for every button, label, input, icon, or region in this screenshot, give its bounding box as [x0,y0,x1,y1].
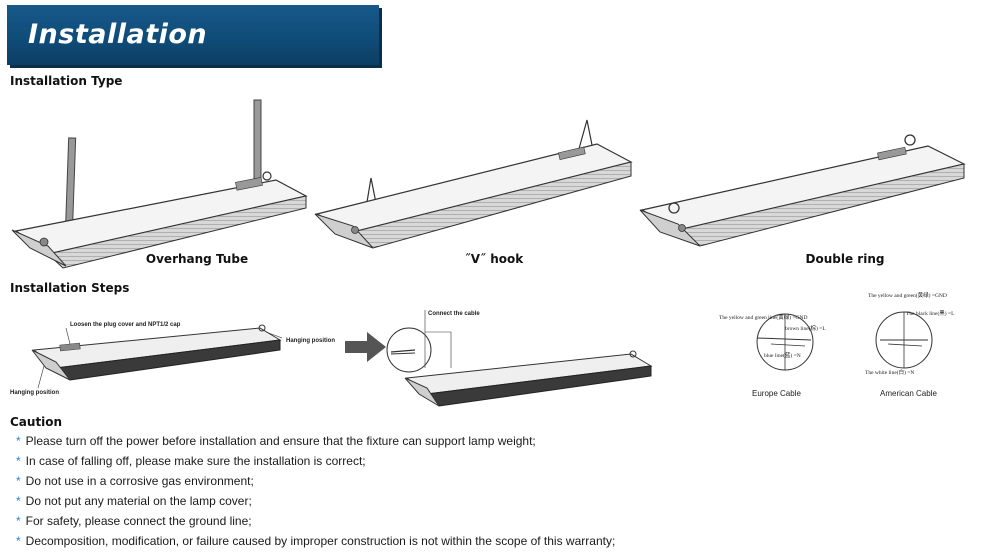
caution-heading: Caution [10,415,63,429]
step-2-fixture-illustration [386,310,653,407]
europe-wire-n-label: blue line(蓝) =N [764,353,801,359]
caution-bullet: * [16,474,21,488]
caution-text: In case of falling off, please make sure… [25,454,366,468]
caution-bullet: * [16,514,21,528]
caution-text: For safety, please connect the ground li… [25,514,252,528]
caution-text: Do not put any material on the lamp cove… [25,494,252,508]
step-1-fixture-illustration [31,324,282,389]
hanging-position-right-label: Hanging position [286,338,335,344]
caution-item: * Do not use in a corrosive gas environme… [16,471,615,491]
v-hook-label: ˝V˝ hook [464,252,524,266]
caution-list: * Please turn off the power before instal… [16,431,615,551]
overhang-tube-label: Overhang Tube [145,252,249,266]
caution-text: Decomposition, modification, or failure … [25,534,616,548]
double-ring-fixture-illustration [639,134,966,247]
caution-bullet: * [16,434,21,448]
caution-item: * In case of falling off, please make sur… [16,451,615,471]
caution-bullet: * [16,454,21,468]
caution-item: * Do not put any material on the lamp cov… [16,491,615,511]
american-wire-l-label: The black line(黑) =L [906,311,955,317]
double-ring-label: Double ring [805,252,885,266]
europe-cable-caption: Europe Cable [752,389,801,398]
caution-bullet: * [16,534,21,548]
caution-text: Please turn off the power before install… [25,434,536,448]
overhang-tube-fixture-illustration [11,99,308,269]
banner-title: Installation [28,19,208,50]
american-cable-diagram [875,311,933,369]
caution-item: * Please turn off the power before instal… [16,431,615,451]
step-arrow-icon [345,332,386,362]
connect-cable-label: Connect the cable [428,311,480,317]
europe-wire-l-label: brown line(棕) =L [785,326,826,332]
europe-cable-diagram [756,313,814,371]
europe-wire-gnd-label: The yellow and green line(黄绿) =GND [719,315,808,321]
caution-text: Do not use in a corrosive gas environmen… [25,474,254,488]
header-banner: Installation [7,5,379,65]
hanging-position-left-label: Hanging position [10,390,59,396]
installation-steps-heading: Installation Steps [10,281,130,295]
american-cable-caption: American Cable [880,389,937,398]
caution-item: * For safety, please connect the ground l… [16,511,615,531]
v-hook-fixture-illustration [314,119,633,249]
american-wire-gnd-label: The yellow and green(黄绿) =GND [868,293,947,299]
american-wire-n-label: The white line(白) =N [865,370,915,376]
loosen-plug-label: Loosen the plug cover and NPT1/2 cap [70,322,181,328]
installation-type-heading: Installation Type [10,74,123,88]
caution-item: * Decomposition, modification, or failure… [16,531,615,551]
caution-bullet: * [16,494,21,508]
